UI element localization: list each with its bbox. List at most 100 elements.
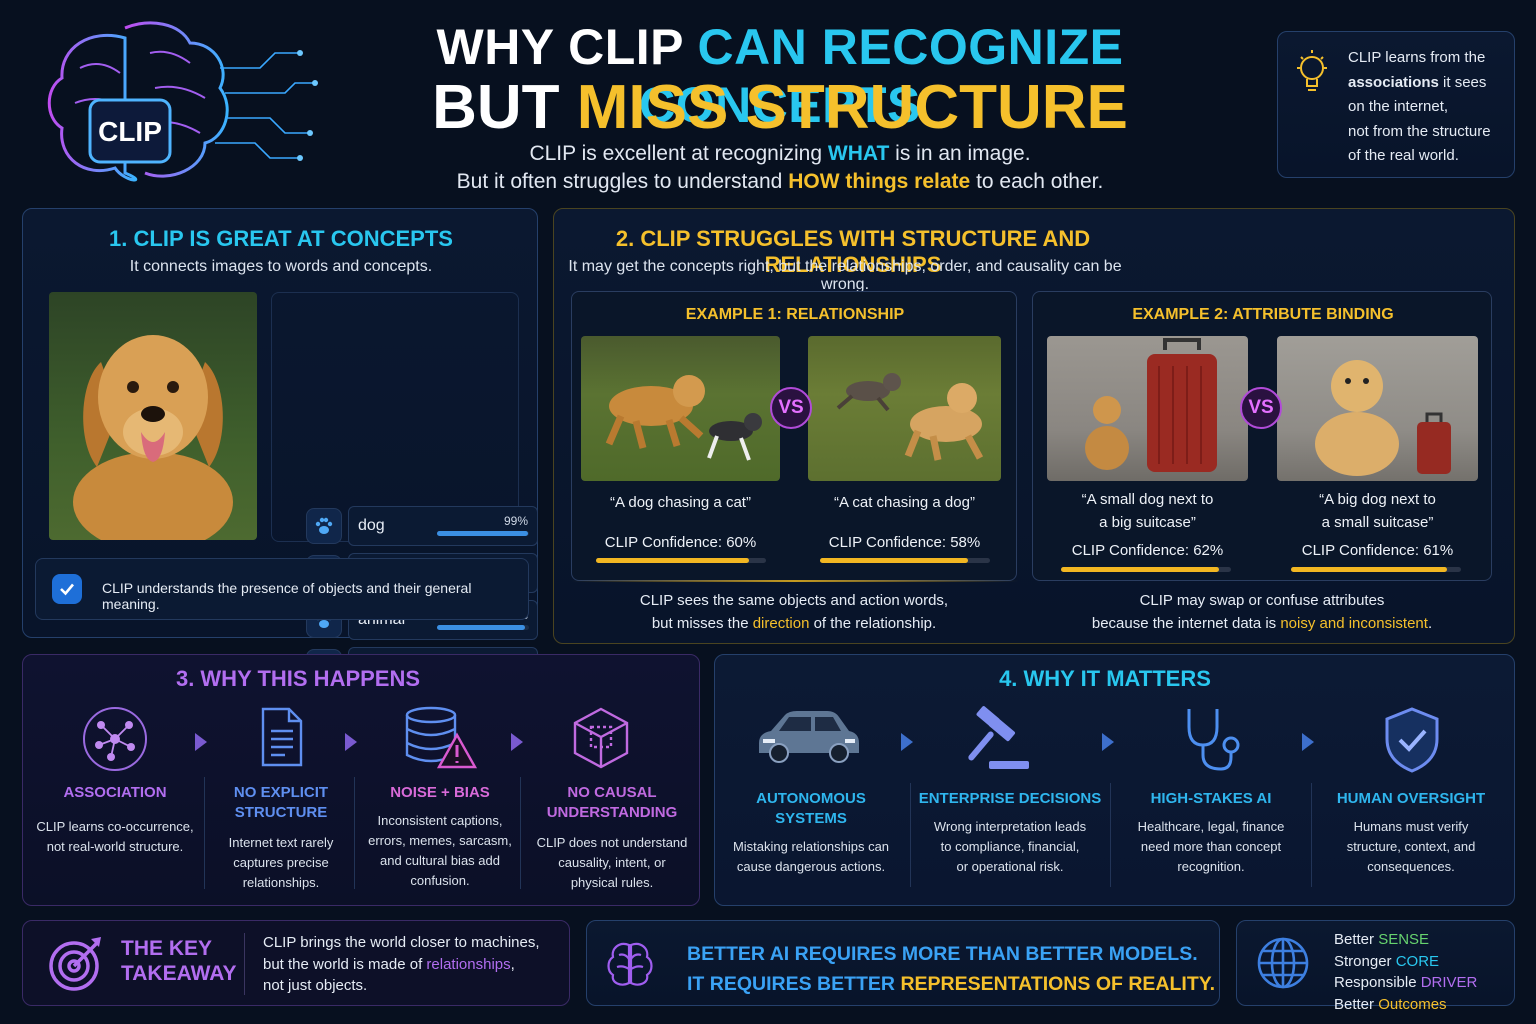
takeaway-line: but the world is made of relationships, (263, 954, 540, 976)
takeaway-heading-line: THE KEY (121, 937, 213, 960)
section3-title: 3. WHY THIS HAPPENS (175, 666, 421, 691)
footer-line: CLIP sees the same objects and action wo… (639, 592, 949, 609)
better-ai-box: BETTER AI REQUIRES MORE THAN BETTER MODE… (586, 920, 1220, 1006)
concept-label: dog (358, 517, 385, 534)
tip-line: on the internet, (1348, 98, 1449, 115)
example1-title: EXAMPLE 1: RELATIONSHIP (685, 306, 905, 323)
cause-heading-line: NOISE + BIAS (390, 784, 490, 801)
better-ai-line: IT REQUIRES BETTER REPRESENTATIONS OF RE… (687, 969, 1215, 999)
example2-card: EXAMPLE 2: ATTRIBUTE BINDING “A small do… (1032, 291, 1492, 581)
section1-desc: It connects images to words and concepts… (129, 258, 433, 275)
cause-heading-line: UNDERSTANDING (546, 804, 678, 821)
subtitle-text: CLIP is excellent at recognizing (529, 142, 828, 165)
cause-desc-line: causality, intent, or (558, 855, 666, 870)
impact-desc-line: Wrong interpretation leads (933, 819, 1087, 834)
takeaway-heading-line: TAKEAWAY (121, 962, 237, 985)
subtitle-highlight: WHAT (827, 142, 890, 165)
impact-desc-line: Humans must verify (1353, 819, 1469, 834)
confidence-label: CLIP Confidence: 60% (604, 534, 757, 551)
gavel-icon (959, 705, 1033, 778)
section-structure: 2. CLIP STRUGGLES WITH STRUCTURE AND REL… (553, 208, 1515, 644)
concept-list (271, 292, 519, 542)
document-icon (251, 705, 309, 774)
tip-line: CLIP learns from the (1348, 49, 1486, 66)
title-part2: CAN RECOGNIZE CONCEPTS (639, 19, 1124, 133)
footer-text: because the internet data is (1091, 615, 1281, 632)
target-icon (49, 937, 101, 991)
cause-heading-line: NO EXPLICIT (233, 784, 329, 801)
takeaway-line: CLIP brings the world closer to machines… (263, 934, 540, 951)
footer-text: but misses the (651, 615, 753, 632)
arrow-right-icon (195, 733, 207, 751)
impact-desc-line: need more than concept (1140, 839, 1282, 854)
caption: “A big dog next to a small suitcase” (1277, 488, 1478, 534)
confidence-bar (596, 558, 766, 563)
better-ai-text-part: IT REQUIRES BETTER (687, 973, 901, 995)
note-box: CLIP understands the presence of objects… (35, 558, 529, 620)
arrow-right-icon (1102, 733, 1114, 751)
impact-desc-line: to compliance, financial, (940, 839, 1080, 854)
concept-percent: 99% (503, 514, 528, 528)
cause-desc-line: and cultural bias add (380, 853, 500, 868)
better-ai-highlight: REPRESENTATIONS OF REALITY. (900, 973, 1215, 995)
tip-line: not from the structure (1348, 122, 1491, 140)
title-part3: BUT (432, 73, 577, 142)
small-dog-big-suitcase-photo (1047, 336, 1248, 481)
cause-desc: CLIP does not understand causality, inten… (527, 833, 697, 893)
dog-chasing-cat-photo (581, 336, 780, 481)
cause-desc-line: CLIP learns co-occurrence, (36, 819, 194, 834)
section-why-happens: 3. WHY THIS HAPPENS ASSOCIATION CLIP lear… (22, 654, 700, 906)
principle-item: Stronger CORE (1334, 951, 1477, 973)
vs-badge: VS (1240, 387, 1282, 429)
subtitle-text: to each other. (970, 170, 1104, 193)
subtitle-highlight: HOW things relate (788, 170, 971, 193)
globe-icon (1257, 937, 1309, 989)
caption-line: a small suitcase” (1321, 514, 1434, 531)
shield-check-icon (1381, 705, 1443, 780)
brain-logo: CLIP (30, 8, 320, 198)
dog-illustration (73, 335, 233, 540)
cause-desc-line: captures precise (233, 855, 329, 870)
tip-line: associations it sees (1348, 71, 1491, 96)
cause-heading: ASSOCIATION (29, 783, 201, 803)
cause-desc-line: physical rules. (570, 875, 654, 890)
footer-text: of the relationship. (809, 615, 937, 632)
principle-highlight: SENSE (1378, 931, 1430, 948)
confidence-label: CLIP Confidence: 58% (828, 534, 981, 551)
confidence-label: CLIP Confidence: 61% (1301, 542, 1454, 559)
subtitle-line1: CLIP is excellent at recognizing WHAT is… (290, 142, 1270, 166)
footer-line: but misses the direction of the relation… (571, 612, 1017, 635)
stethoscope-icon (1181, 705, 1245, 780)
impact-heading: ENTERPRISE DECISIONS (918, 790, 1102, 807)
principle-text: Better (1334, 931, 1379, 948)
principle-text: Better (1334, 996, 1379, 1014)
cause-desc-line: not real-world structure. (46, 839, 184, 854)
impact-desc-line: or operational risk. (956, 859, 1064, 874)
page-title-line1: WHY CLIP CAN RECOGNIZE CONCEPTS (290, 18, 1270, 134)
impact-desc: Wrong interpretation leads to compliance,… (918, 817, 1102, 877)
vs-badge: VS (770, 387, 812, 429)
subtitle-text: is in an image. (889, 142, 1031, 165)
example2-footer: CLIP may swap or confuse attributes beca… (1032, 589, 1492, 635)
takeaway-text-part: but the world is made of (263, 955, 427, 973)
cause-heading: NOISE + BIAS (361, 783, 519, 803)
impact-desc-line: Mistaking relationships can (732, 839, 890, 854)
cause-desc-line: CLIP does not understand (536, 835, 688, 850)
principle-item: Responsible DRIVER (1334, 972, 1477, 994)
impact-desc-line: structure, context, and (1346, 839, 1476, 854)
arrow-right-icon (1302, 733, 1314, 751)
principle-highlight: Outcomes (1378, 996, 1447, 1014)
confidence-bar (1291, 567, 1461, 572)
example2-title: EXAMPLE 2: ATTRIBUTE BINDING (1132, 306, 1394, 323)
lightbulb-icon (1297, 50, 1327, 91)
footer-text: . (1427, 615, 1433, 632)
paw-icon (306, 508, 342, 544)
